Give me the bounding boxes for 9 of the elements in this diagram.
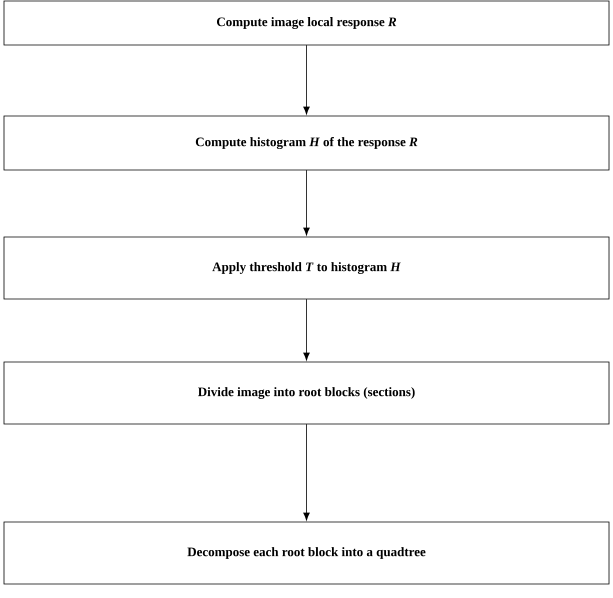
arrow bbox=[303, 45, 310, 114]
arrow bbox=[303, 299, 310, 360]
process-box: Compute image local response R bbox=[4, 0, 610, 46]
arrow bbox=[303, 424, 310, 520]
process-box: Decompose each root block into a quadtree bbox=[4, 522, 610, 584]
process-box: Divide image into root blocks (sections) bbox=[4, 362, 610, 424]
process-box: Compute histogram H of the response R bbox=[4, 116, 610, 170]
arrow bbox=[303, 170, 310, 236]
process-box: Apply threshold T to histogram H bbox=[4, 236, 610, 300]
